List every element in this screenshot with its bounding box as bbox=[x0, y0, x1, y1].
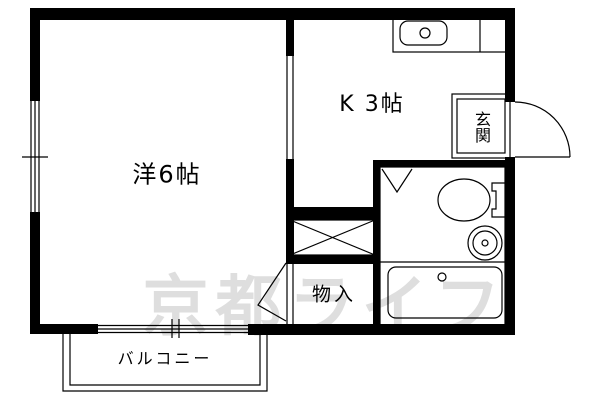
watermark-text: 京都ライフ bbox=[142, 268, 508, 345]
label-balcony: バルコニー bbox=[117, 349, 213, 368]
wall-room-divider-upper bbox=[286, 18, 294, 56]
entrance-box bbox=[451, 93, 511, 159]
balcony-outline bbox=[62, 334, 268, 392]
wall-top bbox=[30, 8, 515, 20]
wall-bottom-left bbox=[30, 324, 98, 334]
kitchen-faucet bbox=[419, 27, 431, 39]
wall-bathroom-left bbox=[373, 160, 380, 335]
label-western-room: 洋6帖 bbox=[132, 160, 202, 189]
wall-bathroom-top bbox=[373, 160, 515, 167]
kitchen-counter bbox=[392, 15, 511, 53]
window-bottom bbox=[98, 319, 248, 338]
wall-left-upper bbox=[30, 8, 40, 101]
pipe-shaft bbox=[289, 219, 376, 256]
wall-shaft-top bbox=[286, 207, 377, 220]
wash-basin-outer bbox=[467, 225, 503, 261]
label-kitchen: K 3帖 bbox=[339, 92, 405, 117]
label-storage: 物入 bbox=[311, 283, 357, 306]
wall-right-upper bbox=[505, 8, 515, 102]
wash-basin-inner bbox=[472, 230, 498, 256]
bathtub-faucet bbox=[437, 272, 447, 282]
wall-right-lower bbox=[505, 157, 515, 335]
wall-bottom-right bbox=[248, 324, 515, 335]
wash-basin-drain bbox=[481, 239, 489, 247]
toilet-bowl bbox=[437, 178, 491, 222]
window-left bbox=[22, 100, 48, 212]
wall-left-lower bbox=[30, 212, 40, 334]
room-door-swing bbox=[257, 262, 294, 324]
wall-shaft-bottom bbox=[286, 255, 377, 264]
bathroom-door-swing bbox=[381, 168, 413, 194]
kitchen-sink bbox=[399, 20, 448, 46]
bathroom bbox=[379, 166, 506, 327]
bathtub bbox=[387, 266, 503, 319]
opening-room-kitchen bbox=[286, 56, 294, 159]
label-entrance: 玄関 bbox=[472, 111, 491, 143]
entry-door-arc bbox=[514, 101, 571, 158]
toilet-tank bbox=[491, 182, 505, 218]
